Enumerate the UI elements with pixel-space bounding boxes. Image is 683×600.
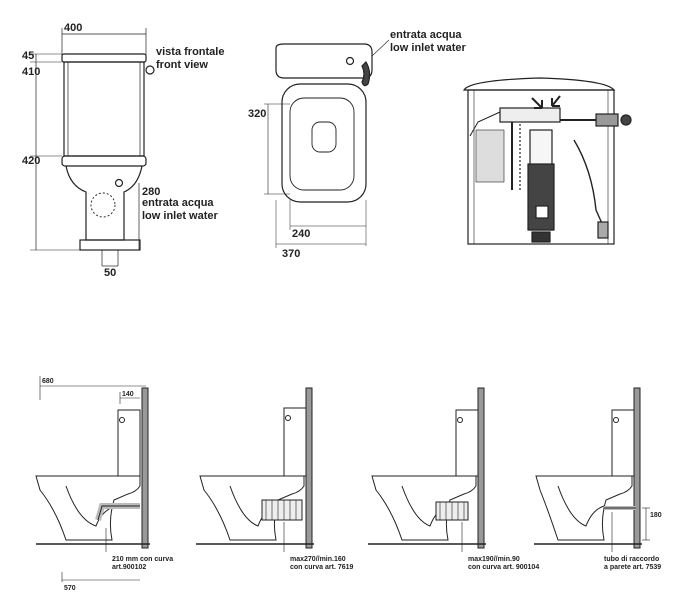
bottom-dims [39, 376, 146, 582]
plan-view [264, 43, 373, 248]
front-top-dim: 45 [22, 50, 34, 62]
front-view-label-en: front view [156, 59, 208, 71]
overall-depth-dim: 680 [42, 378, 54, 385]
front-inlet-dim: 280 [142, 186, 160, 198]
plan-inlet-label-it: entrata acqua [390, 29, 462, 41]
plan-inlet-label-en: low inlet water [390, 42, 467, 54]
view-4-caption-1: tubo di raccordo [604, 556, 659, 563]
plan-inner-width-dim: 240 [292, 228, 310, 240]
front-bowl-dim: 420 [22, 155, 40, 167]
front-width-dim: 400 [64, 22, 82, 34]
view-2-caption-2: con curva art. 7619 [290, 564, 354, 571]
view-1-caption-1: 210 mm con curva [112, 556, 173, 563]
view-4-caption-2: a parete art. 7539 [604, 564, 661, 571]
view-3-caption-2: con curva art. 900104 [468, 564, 539, 571]
front-cistern-dim: 410 [22, 66, 40, 78]
front-inlet-label-en: low inlet water [142, 210, 219, 222]
cistern-depth-dim: 140 [122, 391, 134, 398]
install-view-1 [35, 387, 150, 549]
plan-depth-dim: 320 [248, 108, 266, 120]
install-view-3 [368, 387, 486, 549]
install-view-2 [196, 387, 314, 549]
view-1-caption-2: art.900102 [112, 564, 146, 571]
install-view-4 [534, 387, 650, 549]
front-inlet-label-it: entrata acqua [142, 197, 214, 209]
view-3-caption-1: max190//min.90 [468, 556, 520, 563]
front-view [30, 28, 155, 267]
front-base-dim: 50 [104, 267, 116, 279]
floor-dim: 570 [64, 585, 76, 592]
cistern-cutaway [462, 77, 632, 245]
wall-outlet-dim: 180 [650, 512, 662, 519]
plan-outer-width-dim: 370 [282, 248, 300, 260]
front-view-label-it: vista frontale [156, 46, 224, 58]
view-2-caption-1: max270//min.160 [290, 556, 346, 563]
